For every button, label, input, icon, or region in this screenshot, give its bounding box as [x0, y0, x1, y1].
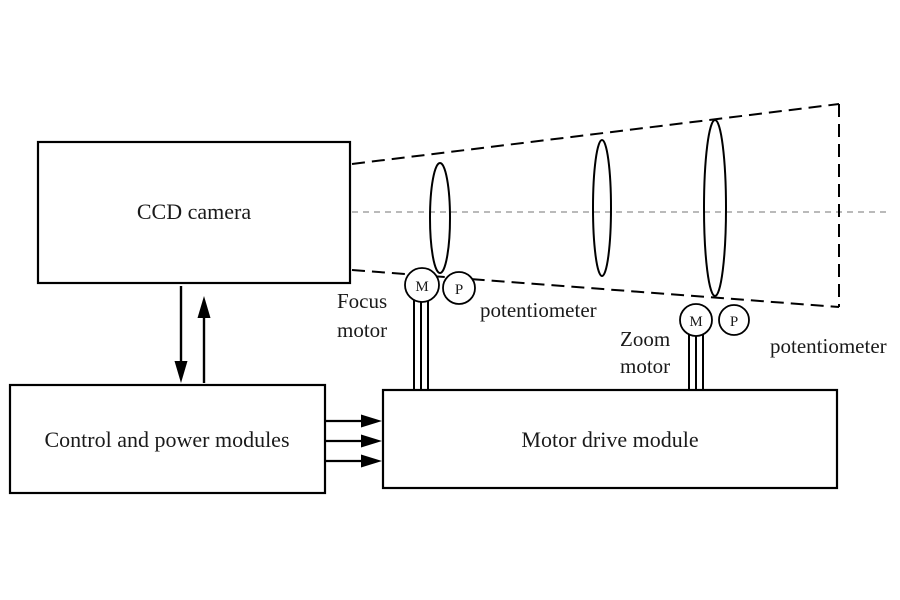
bus-arrow-head-2: [361, 434, 382, 448]
zoom-potentiometer-p-label: P: [730, 314, 738, 330]
control-power-box: [8, 383, 327, 495]
motor-drive-box: [381, 388, 839, 490]
focus-potentiometer-p-label: P: [455, 282, 463, 298]
up-arrow-head: [197, 296, 211, 318]
zoom-potentiometer-circle: [718, 304, 750, 336]
control-power-label: Control and power modules: [44, 427, 289, 452]
zoom-motor-circle: [679, 303, 713, 337]
lens-ellipse-middle: [592, 139, 612, 277]
lens-ellipse-rear: [703, 119, 727, 297]
zoom-motor-m-label: M: [689, 314, 702, 330]
bus-arrow-head-3: [361, 454, 382, 468]
zoom-motor-label-line1: Zoom: [620, 327, 670, 351]
lens-ellipse-front: [429, 162, 451, 274]
zoom-motor-label-line2: motor: [620, 354, 670, 378]
focus-motor-circle: [404, 267, 440, 303]
focus-motor-label-line1: Focus: [337, 289, 387, 313]
ccd-camera-label: CCD camera: [137, 199, 251, 224]
focus-motor-m-label: M: [415, 279, 428, 295]
focus-potentiometer-label: potentiometer: [480, 298, 597, 322]
ccd-camera-box: [36, 140, 352, 285]
zoom-potentiometer-label: potentiometer: [770, 334, 887, 358]
motor-drive-label: Motor drive module: [521, 427, 698, 452]
housing-top-dashed-line: [351, 103, 840, 165]
bus-arrow-head-1: [361, 414, 382, 428]
focus-potentiometer-circle: [442, 271, 476, 305]
focus-motor-label-line2: motor: [337, 318, 387, 342]
down-arrow-head: [174, 361, 188, 383]
